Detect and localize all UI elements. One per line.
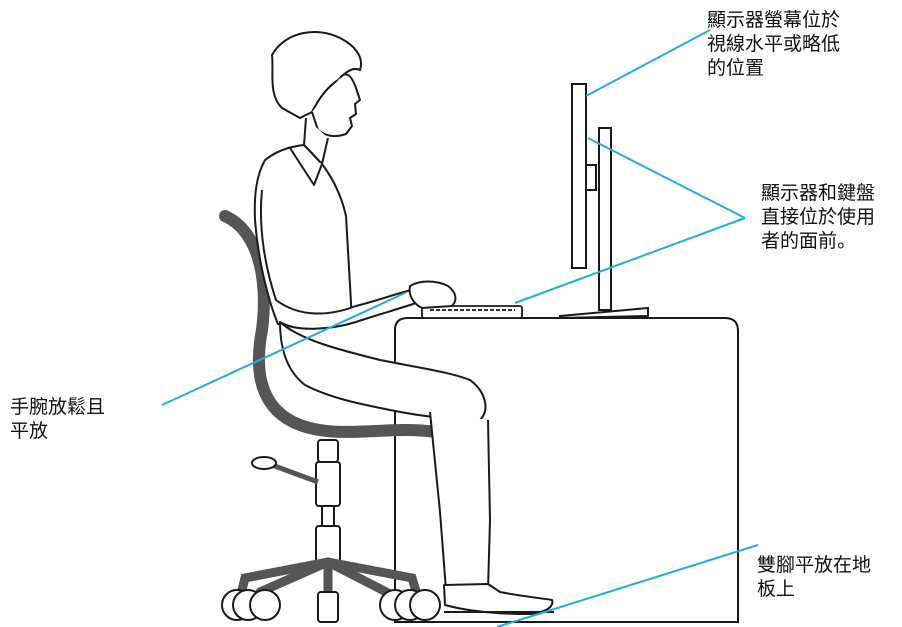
label-line: 視線水平或略低 (707, 33, 841, 55)
chair-casters (221, 589, 441, 623)
hair (271, 31, 362, 119)
label-line: 顯示器螢幕位於 (707, 9, 841, 31)
chair-back (219, 210, 441, 438)
label-line: 平放 (10, 420, 49, 442)
monitor-stand (559, 127, 649, 320)
hand (408, 280, 457, 309)
chair-column (315, 439, 341, 563)
label-monitor-position: 顯示器螢幕位於 視線水平或略低 的位置 (707, 8, 840, 80)
label-line: 者的面前。 (761, 230, 857, 252)
callout-lines (161, 29, 759, 627)
callout-feet-line (496, 544, 759, 627)
face (311, 73, 361, 138)
label-line: 顯示器和鍵盤 (761, 182, 876, 204)
label-wrist-position: 手腕放鬆且 平放 (10, 395, 105, 443)
upper-arm (259, 189, 426, 330)
label-feet-position: 雙腳平放在地 板上 (757, 553, 871, 601)
callout-wrist-line (161, 292, 406, 406)
label-line: 直接位於使用 (761, 206, 876, 228)
shoe (443, 583, 554, 615)
chair-lever (251, 456, 319, 485)
label-line: 板上 (757, 578, 796, 600)
label-line: 雙腳平放在地 (757, 554, 872, 576)
label-line: 的位置 (707, 57, 765, 79)
callout-monitor-line (585, 29, 711, 97)
shin (429, 411, 491, 591)
torso (253, 144, 353, 329)
callout-keyboard-line-a (587, 137, 746, 219)
label-line: 手腕放鬆且 (10, 396, 106, 418)
keyboard (421, 305, 523, 319)
seated-person (253, 31, 554, 615)
callout-keyboard-line-b (514, 217, 746, 304)
monitor (571, 83, 597, 269)
label-keyboard-position: 顯示器和鍵盤 直接位於使用 者的面前。 (761, 181, 875, 253)
